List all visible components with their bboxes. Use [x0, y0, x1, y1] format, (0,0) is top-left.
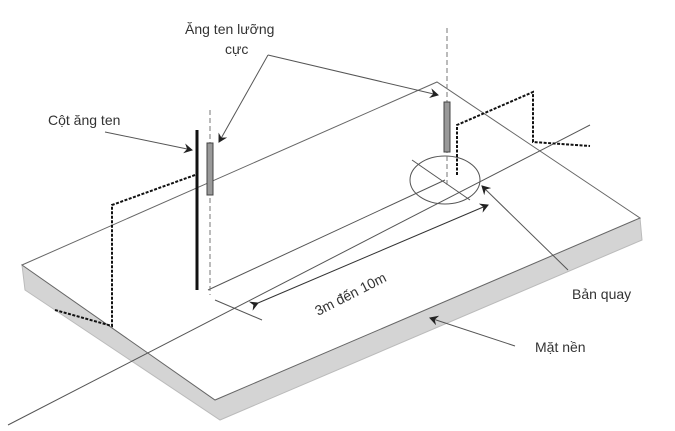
ground-plane-leader: [429, 315, 516, 347]
mast-leader: [104, 131, 193, 154]
turntable-axis: [411, 159, 471, 201]
cable-right: [456, 90, 591, 175]
dipole-label-line1: Ăng ten lưỡng: [185, 21, 274, 37]
dipole-antenna-left: [206, 142, 214, 196]
dipole-label-line2: cực: [225, 41, 248, 57]
dimension-tick-left: [214, 299, 263, 321]
turntable-label: Bản quay: [572, 286, 631, 302]
ground-plane-label: Mặt nền: [535, 339, 586, 355]
dipole-leader-left: [218, 54, 269, 143]
mast-label: Cột ăng ten: [48, 112, 120, 128]
turntable-leader: [481, 185, 569, 271]
dipole-leader-right: [267, 54, 439, 99]
distance-arrow: [248, 203, 489, 311]
cable-left: [54, 174, 196, 328]
dipole-antenna-right: [443, 101, 451, 153]
